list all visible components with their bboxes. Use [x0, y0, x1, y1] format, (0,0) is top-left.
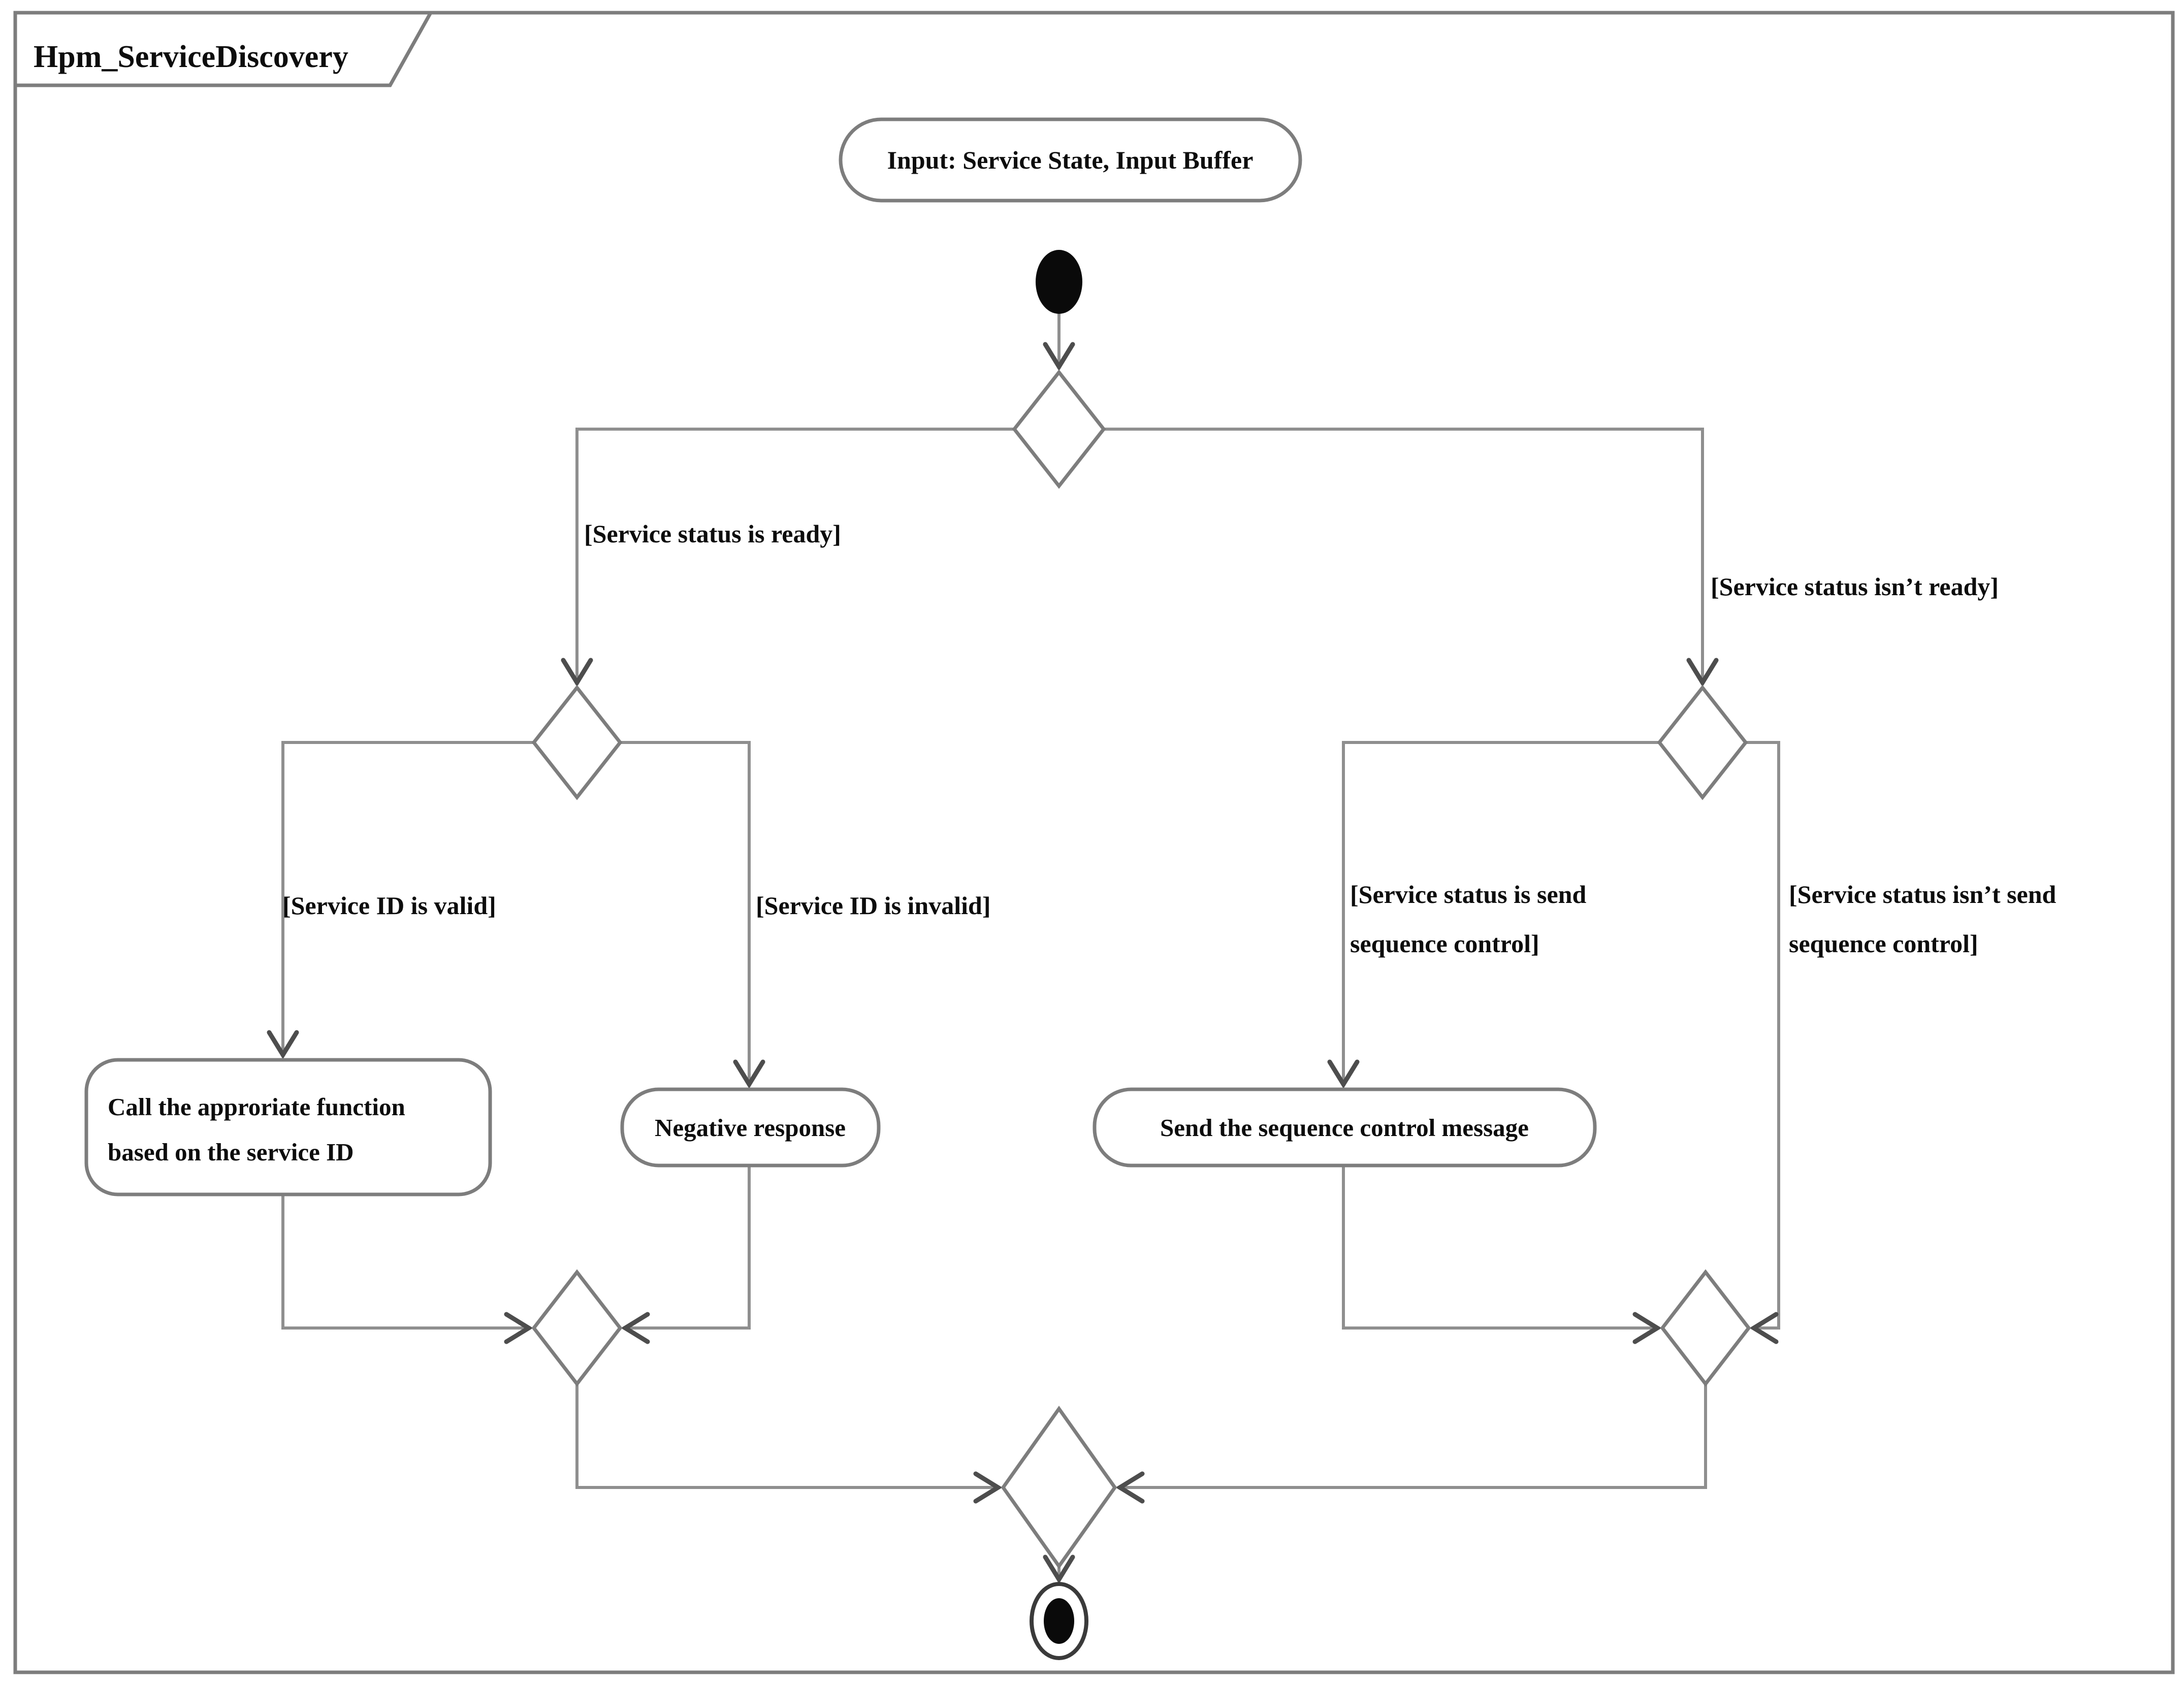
edge-ready-branch	[561, 428, 1014, 687]
input-action-label: Input: Service State, Input Buffer	[887, 146, 1254, 174]
guard-id-valid: [Service ID is valid]	[282, 891, 496, 920]
action-send-label: Send the sequence control message	[1160, 1114, 1529, 1142]
edge-id-valid	[267, 741, 534, 1059]
merge-node-right	[1660, 1269, 1751, 1387]
guard-send-seq-line2: sequence control]	[1350, 929, 1539, 958]
action-call-label-line2: based on the service ID	[108, 1138, 354, 1166]
frame-title: Hpm_ServiceDiscovery	[34, 40, 348, 74]
action-node-call-function	[84, 1058, 492, 1196]
edge-merge-left-to-final-merge	[575, 1384, 1003, 1504]
final-node	[1030, 1582, 1088, 1660]
frame-title-tab	[13, 11, 434, 87]
decision-node-sequence-control	[1657, 685, 1748, 800]
merge-node-bottom	[1001, 1405, 1117, 1570]
edge-send-seq	[1327, 741, 1659, 1089]
input-action-node	[839, 117, 1302, 203]
merge-node-left	[531, 1269, 623, 1387]
activity-frame-border	[13, 11, 2175, 1674]
action-node-negative-response	[620, 1087, 881, 1168]
edge-merge-right-to-final-merge	[1115, 1384, 1707, 1504]
edge-negative-to-merge	[621, 1165, 751, 1344]
decision-node-service-status	[1012, 369, 1106, 489]
guard-not-ready: [Service status isn’t ready]	[1711, 572, 1999, 601]
decision-node-service-id	[531, 685, 623, 800]
edge-id-invalid	[620, 741, 765, 1089]
initial-node	[1036, 250, 1082, 314]
guard-not-send-seq-line2: sequence control]	[1789, 929, 1978, 958]
edge-not-send-seq	[1746, 741, 1780, 1344]
guard-not-send-seq-line1: [Service status isn’t send	[1789, 880, 2057, 909]
guard-id-invalid: [Service ID is invalid]	[756, 891, 990, 920]
action-call-label-line1: Call the approriate function	[108, 1093, 405, 1121]
edges	[267, 313, 1780, 1584]
guard-ready: [Service status is ready]	[584, 520, 841, 548]
action-node-send-message	[1093, 1087, 1597, 1168]
edge-call-to-merge	[281, 1194, 533, 1344]
guard-send-seq-line1: [Service status is send	[1350, 880, 1586, 909]
action-negative-label: Negative response	[655, 1114, 846, 1142]
edge-send-to-merge	[1342, 1165, 1662, 1344]
edge-not-ready-branch	[1104, 428, 1719, 687]
